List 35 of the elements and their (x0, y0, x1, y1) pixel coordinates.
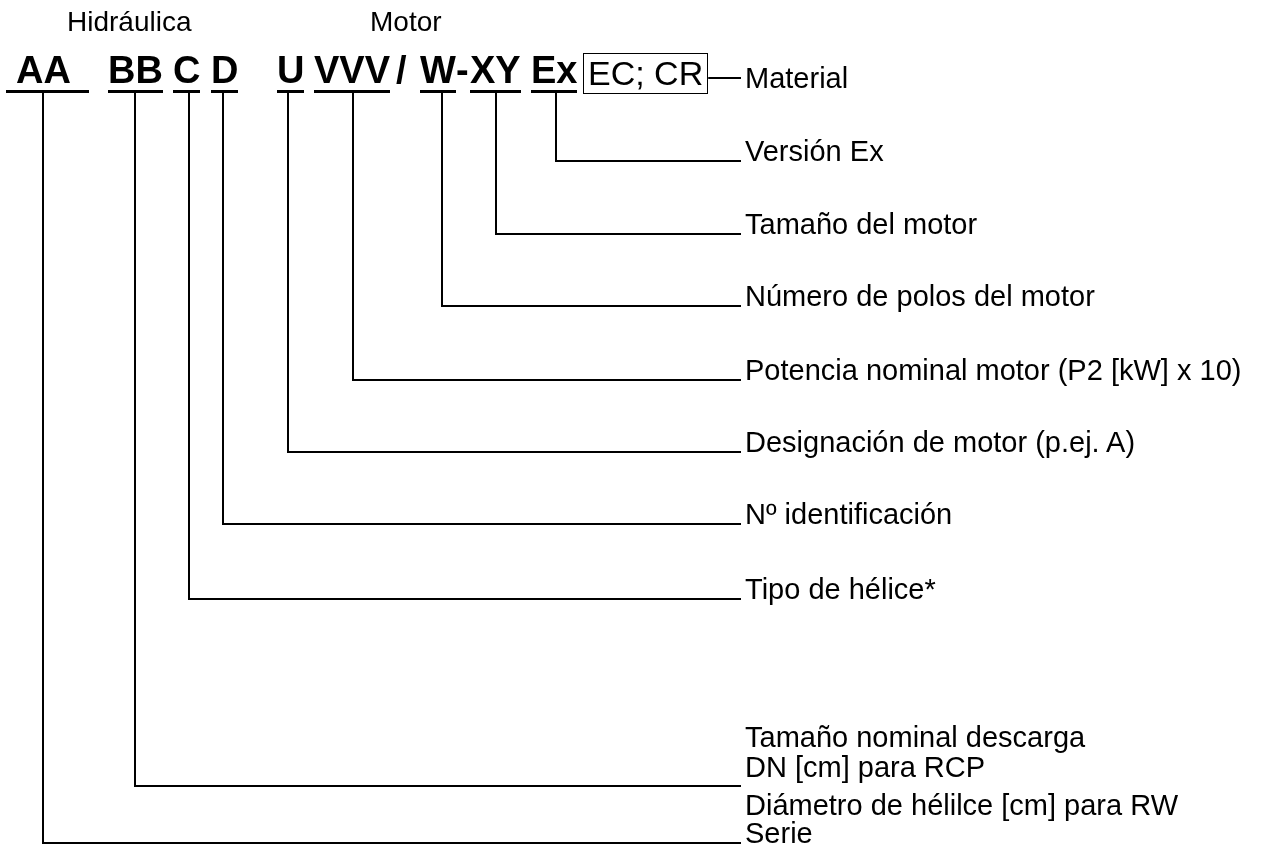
group-heading: Motor (370, 6, 442, 38)
group-heading: Hidráulica (67, 6, 192, 38)
code-segment: W (420, 50, 456, 93)
description-text: Nº identificación (745, 499, 953, 529)
separator-text: - (456, 50, 469, 90)
code-segment: BB (108, 50, 163, 93)
description-text: Versión Ex (745, 136, 884, 166)
code-segment: D (211, 50, 239, 93)
description-text: Número de polos del motor (745, 281, 1095, 311)
leader-line (42, 92, 742, 844)
description-text: Tamaño nominal descarga DN [cm] para RCP (745, 722, 1125, 782)
leader-line (707, 77, 742, 79)
code-segment: C (173, 50, 201, 93)
leader-line (222, 92, 742, 525)
leader-line (441, 92, 742, 307)
description-text: Potencia nominal motor (P2 [kW] x 10) (745, 355, 1242, 385)
leader-line (188, 92, 742, 600)
leader-line (287, 92, 742, 453)
description-text: Designación de motor (p.ej. A) (745, 427, 1136, 457)
code-segment: AA (6, 50, 89, 93)
leader-line (555, 92, 742, 162)
description-text: Tamaño del motor (745, 209, 978, 239)
description-text: Tipo de hélice* (745, 574, 936, 604)
description-text: Serie (745, 818, 813, 848)
description-text: Diámetro de hélilce [cm] para RW (745, 790, 1178, 820)
code-segment: Ex (531, 50, 578, 93)
leader-line (352, 92, 742, 381)
code-segment: XY (470, 50, 521, 93)
code-segment: U (277, 50, 305, 93)
material-code-box: EC; CR (583, 53, 709, 94)
description-text: Material (745, 63, 849, 93)
separator-text: / (396, 50, 407, 90)
leader-line (495, 92, 742, 235)
leader-line (134, 92, 742, 787)
code-segment: VVV (314, 50, 391, 93)
